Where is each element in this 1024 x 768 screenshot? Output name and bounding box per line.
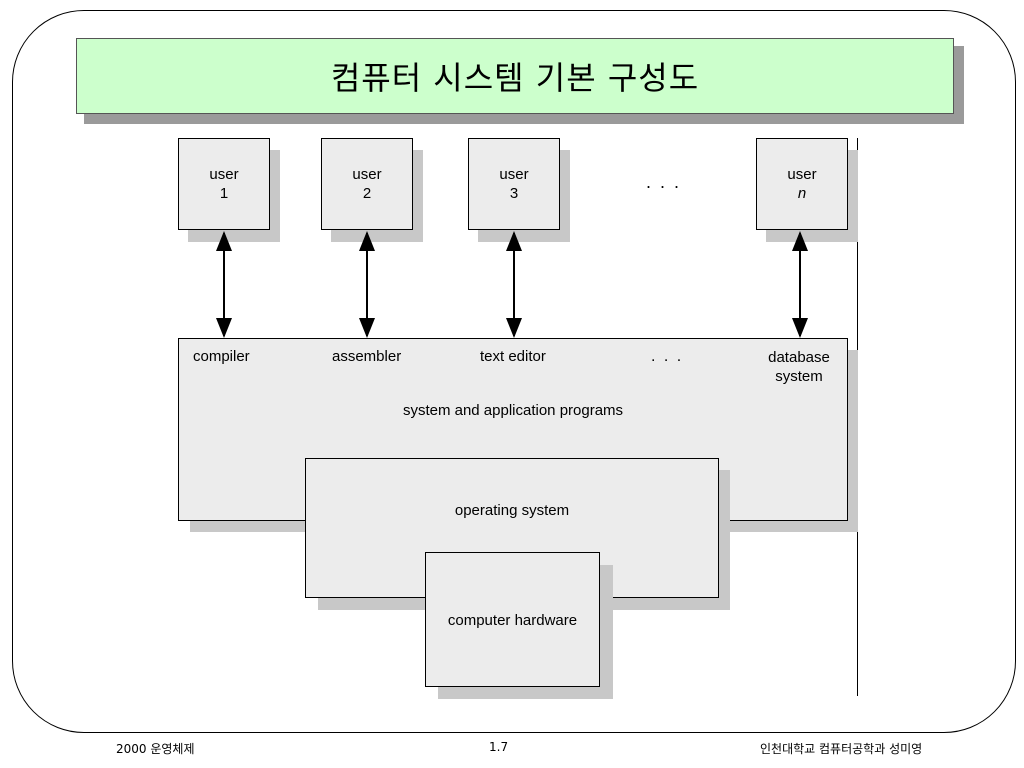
user-number: n [797,185,807,202]
program-ellipsis: . . . [651,348,684,365]
user-label: user [352,166,382,183]
program-text-editor: text editor [480,348,546,365]
user-label: user [787,166,817,183]
hardware-box: computer hardware [425,552,600,687]
user-number: 3 [509,185,519,202]
program-assembler: assembler [332,348,402,365]
footer-course: 2000 운영체제 [116,742,195,756]
programs-caption: system and application programs [402,402,624,419]
title-banner: 컴퓨터 시스템 기본 구성도 [76,38,954,114]
hardware-label: computer hardware [447,612,578,629]
user-box-1: user 1 [178,138,270,230]
user-label: user [499,166,529,183]
slide-frame [12,10,1016,733]
user-box-2: user 2 [321,138,413,230]
footer-page-number: 1.7 [489,740,509,754]
user-number: 2 [362,185,372,202]
user-number: 1 [219,185,229,202]
user-label: user [209,166,239,183]
footer-author: 인천대학교 컴퓨터공학과 성미영 [760,742,923,756]
slide-title: 컴퓨터 시스템 기본 구성도 [330,59,700,97]
user-box-3: user 3 [468,138,560,230]
user-ellipsis: . . . [646,172,682,192]
os-label: operating system [454,502,570,519]
user-box-n: user n [756,138,848,230]
program-database-system: database system [768,349,830,385]
program-compiler: compiler [193,348,250,365]
